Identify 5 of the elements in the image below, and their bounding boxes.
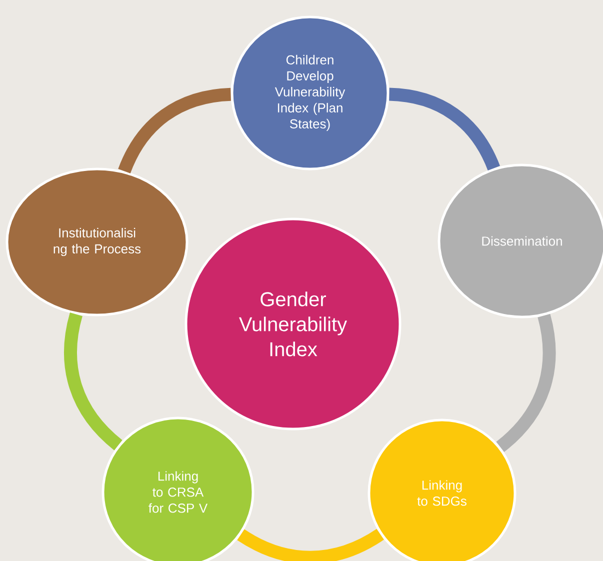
ring-arc xyxy=(64,312,122,450)
ring-arc xyxy=(496,314,556,452)
ring-arc xyxy=(118,88,232,174)
ring-arc xyxy=(388,88,500,171)
ring-arc xyxy=(237,528,384,561)
